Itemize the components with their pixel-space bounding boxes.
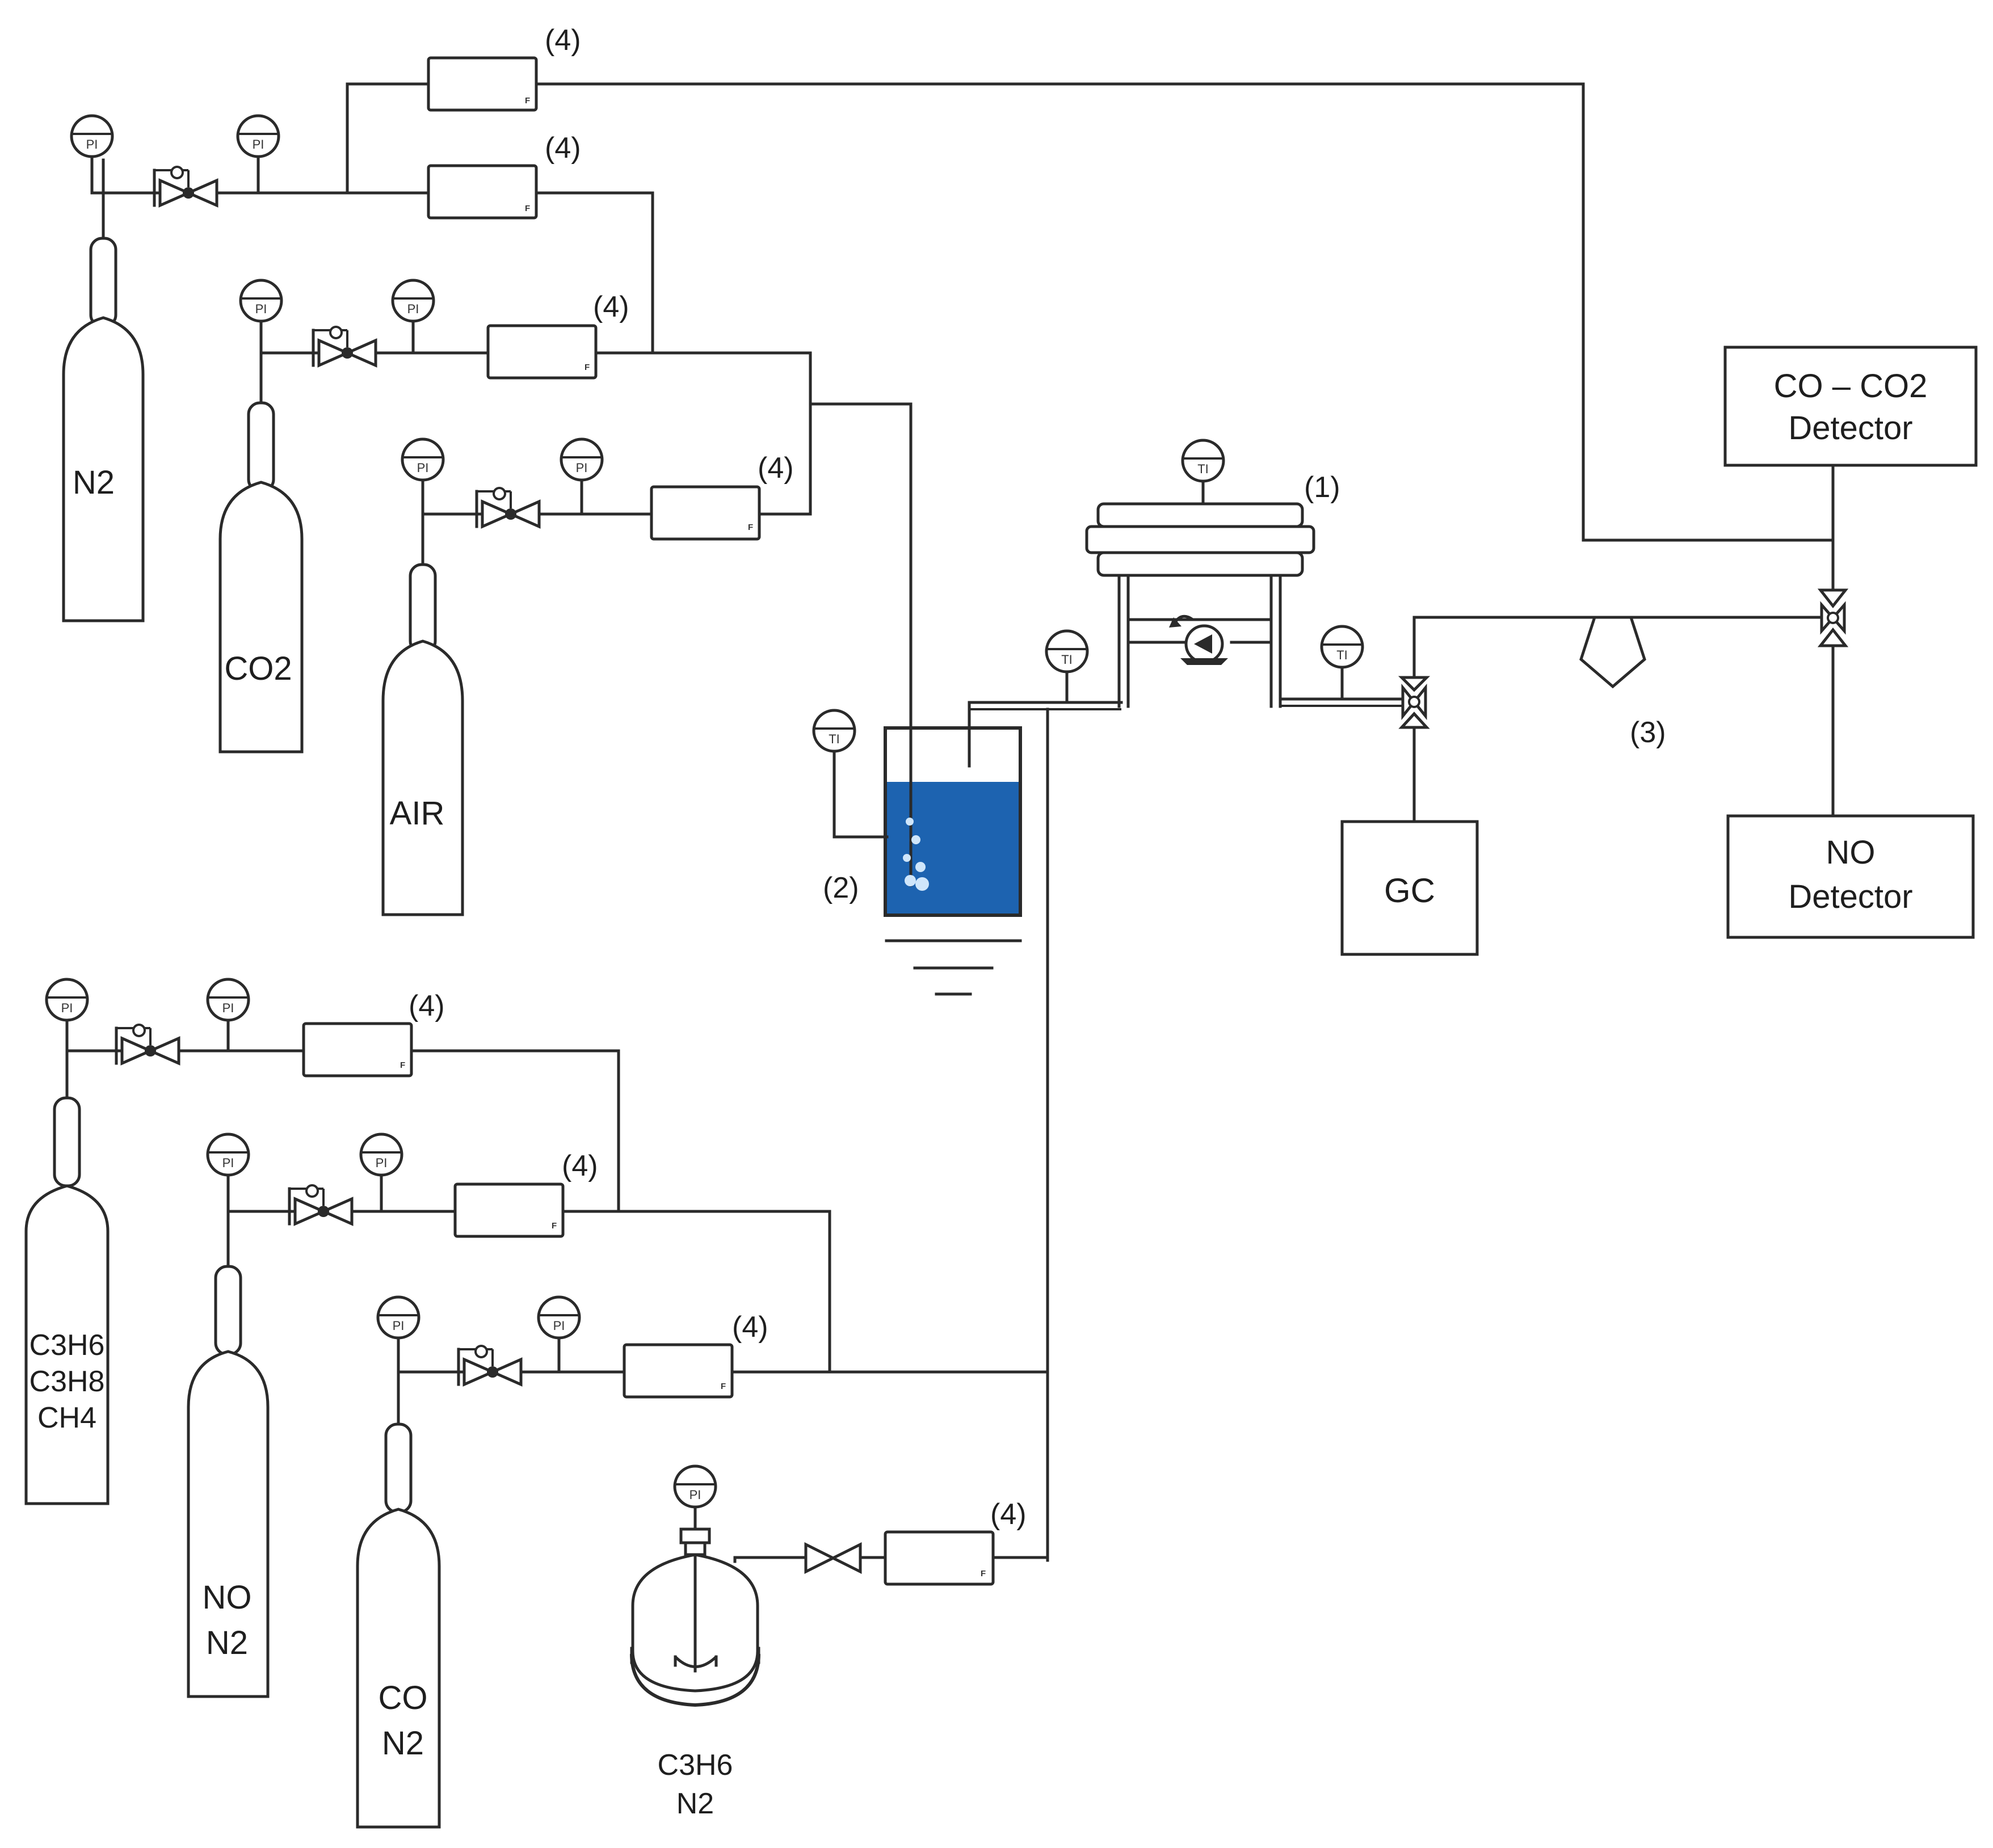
- c3h6-saturator-vessel: C3H6 N2: [630, 1508, 760, 1820]
- co-outlet-pressure-gauge: [539, 1297, 579, 1338]
- co2-outlet-pressure-gauge: [393, 280, 434, 321]
- reactor-label: (1): [1304, 471, 1340, 504]
- mfc-label: (4): [562, 1150, 598, 1182]
- mfc-co2: [488, 326, 596, 378]
- detector-three-way-valve: [1817, 588, 1849, 647]
- mfc-air: [651, 487, 759, 539]
- mfc-no: [455, 1184, 563, 1236]
- svg-text:F: F: [721, 1382, 726, 1391]
- moisture-trap: [1579, 616, 1646, 689]
- air-cylinder-label: AIR: [390, 795, 445, 832]
- hydrocarbon-cylinder-line3: CH4: [37, 1401, 96, 1434]
- co-co2-detector: CO – CO2 Detector: [1723, 346, 1978, 467]
- saturator-line1: C3H6: [658, 1749, 733, 1782]
- no-detector-line2: Detector: [1788, 878, 1912, 915]
- svg-text:F: F: [552, 1221, 557, 1231]
- air-inlet-pressure-gauge: [402, 439, 443, 480]
- saturator-needle-valve: [804, 1542, 862, 1575]
- n2-regulator-valve: [154, 167, 217, 205]
- reactor: [1085, 502, 1315, 708]
- no-detector: NO Detector: [1726, 814, 1975, 939]
- mfc-label: (4): [545, 132, 581, 165]
- no-outlet-pressure-gauge: [361, 1134, 402, 1175]
- saturator-line2: N2: [676, 1787, 714, 1820]
- hydrocarbon-cylinder-line2: C3H8: [30, 1365, 105, 1398]
- co2-regulator-valve: [313, 327, 376, 365]
- co-co2-detector-line1: CO – CO2: [1774, 368, 1928, 405]
- no-n2-cylinder-line2: N2: [206, 1624, 248, 1661]
- no-regulator-valve: [289, 1185, 352, 1224]
- co-n2-cylinder-line2: N2: [382, 1725, 424, 1762]
- co-inlet-pressure-gauge: [378, 1297, 419, 1338]
- hydrocarbon-regulator-valve: [116, 1025, 179, 1063]
- mfc-label: (4): [593, 291, 629, 323]
- reactor-inlet-temperature-gauge: [1046, 631, 1087, 672]
- trap-label: (3): [1630, 716, 1666, 749]
- air-cylinder: AIR: [381, 482, 464, 916]
- no-n2-cylinder-line1: NO: [203, 1579, 252, 1616]
- air-regulator-valve: [477, 488, 539, 527]
- svg-text:F: F: [400, 1060, 405, 1070]
- mfc-c3h6: [885, 1532, 993, 1584]
- mfc-n2-dilution: [428, 58, 536, 110]
- no-n2-cylinder: NO N2: [187, 1176, 270, 1698]
- bubbler-temperature-gauge: [814, 710, 855, 751]
- reactor-outlet-temperature-gauge: [1322, 626, 1363, 667]
- hydrocarbon-outlet-pressure-gauge: [208, 979, 249, 1020]
- n2-cylinder-label: N2: [73, 464, 115, 501]
- recirculation-pump: [1169, 614, 1228, 665]
- hydrocarbon-cylinder-line1: C3H6: [30, 1329, 105, 1362]
- co-n2-cylinder-line1: CO: [379, 1679, 428, 1716]
- gc-label: GC: [1384, 872, 1435, 910]
- gc-three-way-valve: [1398, 676, 1431, 729]
- co2-cylinder-label: CO2: [224, 650, 292, 687]
- co-co2-detector-line2: Detector: [1788, 410, 1912, 447]
- mfc-hydrocarbon: [304, 1024, 411, 1076]
- n2-cylinder: N2: [62, 158, 145, 622]
- bubbler-label: (2): [823, 872, 859, 904]
- reactor-temperature-gauge: [1183, 440, 1223, 481]
- svg-text:F: F: [748, 523, 753, 532]
- svg-text:F: F: [585, 363, 590, 372]
- mfc-label: (4): [758, 452, 794, 485]
- no-inlet-pressure-gauge: [208, 1134, 249, 1175]
- hydrocarbon-cylinder: C3H6 C3H8 CH4: [24, 1020, 110, 1505]
- water-bubbler: [884, 701, 1022, 917]
- mfc-label: (4): [990, 1498, 1027, 1531]
- svg-text:F: F: [525, 204, 530, 213]
- hydrocarbon-inlet-pressure-gauge: [47, 979, 87, 1020]
- saturator-pressure-gauge: [675, 1466, 716, 1507]
- n2-outlet-pressure-gauge: [238, 116, 279, 157]
- no-detector-line1: NO: [1826, 834, 1876, 871]
- mfc-n2-feed: [428, 166, 536, 218]
- co2-inlet-pressure-gauge: [241, 280, 281, 321]
- air-outlet-pressure-gauge: [561, 439, 602, 480]
- co-regulator-valve: [459, 1346, 521, 1384]
- gc-analyzer: GC: [1340, 820, 1479, 956]
- ground-symbol: [885, 939, 1022, 996]
- svg-text:F: F: [981, 1569, 986, 1578]
- co2-cylinder: CO2: [218, 323, 304, 753]
- co-n2-cylinder: CO N2: [356, 1338, 441, 1829]
- n2-inlet-pressure-gauge: [72, 116, 112, 157]
- mfc-label: (4): [545, 24, 581, 57]
- mfc-label: (4): [732, 1311, 768, 1344]
- mfc-label: (4): [409, 990, 445, 1022]
- svg-text:F: F: [525, 96, 530, 106]
- mfc-co: [624, 1345, 732, 1397]
